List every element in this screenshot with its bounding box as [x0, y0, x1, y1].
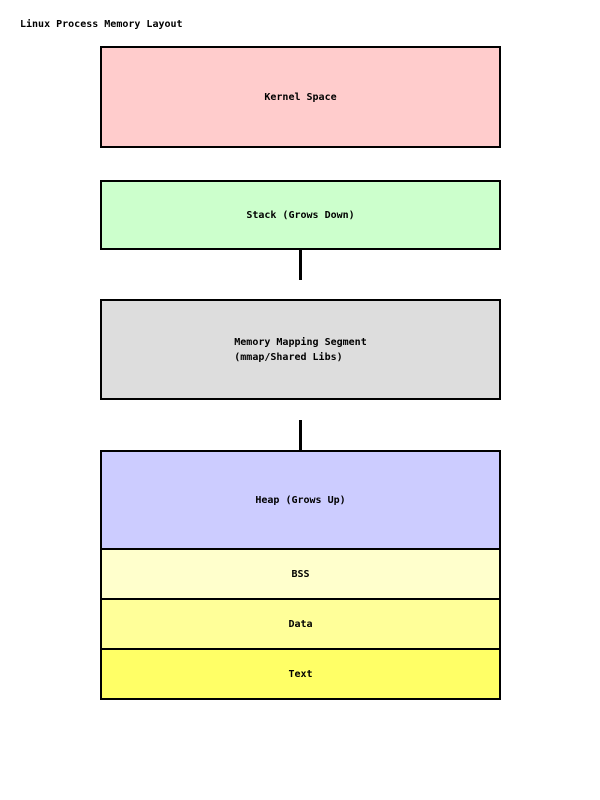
- segment-bss: BSS: [100, 548, 501, 600]
- segment-stack: Stack (Grows Down): [100, 180, 501, 250]
- segment-memory-mapping-label: Memory Mapping Segment (mmap/Shared Libs…: [234, 335, 366, 365]
- segment-bss-label: BSS: [291, 568, 310, 580]
- segment-kernel-space: Kernel Space: [100, 46, 501, 148]
- segment-memory-mapping: Memory Mapping Segment (mmap/Shared Libs…: [100, 299, 501, 400]
- connector-mmap-to-heap: [299, 420, 302, 450]
- segment-heap-label: Heap (Grows Up): [255, 494, 346, 506]
- segment-heap: Heap (Grows Up): [100, 450, 501, 550]
- segment-data: Data: [100, 598, 501, 650]
- segment-memory-mapping-label-line2: (mmap/Shared Libs): [234, 351, 343, 363]
- segment-data-label: Data: [288, 618, 313, 630]
- diagram-title: Linux Process Memory Layout: [20, 19, 183, 30]
- segment-text-label: Text: [288, 668, 313, 680]
- segment-stack-label: Stack (Grows Down): [246, 209, 355, 221]
- segment-memory-mapping-label-line1: Memory Mapping Segment: [234, 336, 367, 348]
- connector-stack-to-mmap: [299, 250, 302, 280]
- segment-kernel-space-label: Kernel Space: [264, 91, 337, 103]
- segment-text: Text: [100, 648, 501, 700]
